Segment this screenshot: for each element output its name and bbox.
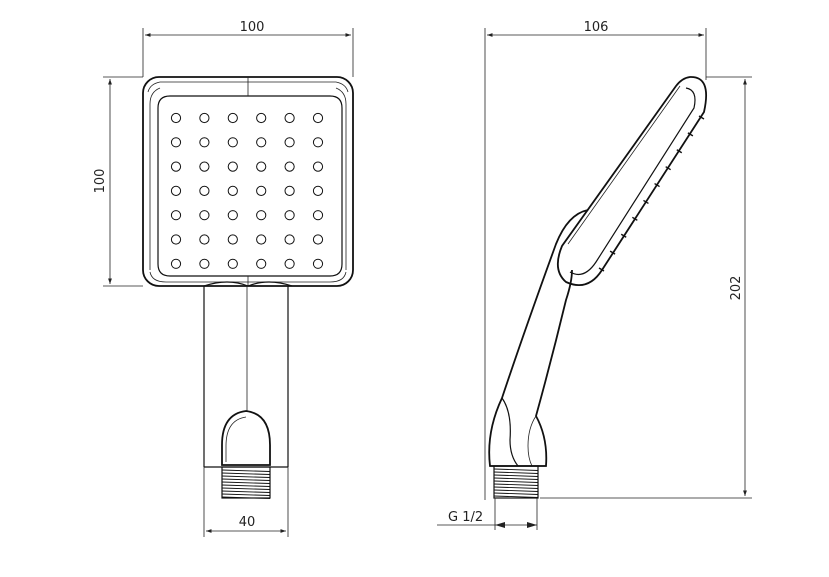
nozzle — [199, 161, 210, 172]
nozzle — [256, 258, 267, 269]
thread-ridge — [493, 492, 539, 495]
nozzle — [312, 210, 324, 221]
thread-ridge — [493, 483, 539, 486]
dim-total-length: 202 — [729, 276, 744, 301]
nozzle — [256, 234, 267, 245]
nozzle — [170, 234, 182, 245]
thread-ridge — [493, 480, 539, 483]
side-nozzle — [676, 149, 683, 154]
nozzle — [170, 185, 182, 196]
nozzle — [170, 137, 182, 148]
dim-thread: G 1/2 — [448, 510, 483, 525]
nozzle — [227, 161, 238, 172]
nozzle — [312, 137, 324, 148]
head-inner-face — [157, 95, 343, 277]
dim-head-height: 100 — [93, 169, 108, 194]
nozzle — [227, 234, 238, 245]
side-nozzle — [598, 267, 605, 272]
nozzle — [227, 185, 238, 196]
nozzle — [256, 137, 267, 148]
nozzle — [312, 161, 324, 172]
nozzle — [256, 185, 267, 196]
front-view — [142, 76, 354, 499]
thread-ridge — [221, 490, 271, 493]
nozzle — [227, 137, 238, 148]
nozzle — [284, 258, 295, 269]
nozzle — [227, 210, 238, 221]
nozzle — [227, 258, 238, 269]
nozzle — [284, 185, 295, 196]
side-nozzles — [598, 115, 705, 272]
nozzle — [199, 112, 210, 124]
nozzle — [199, 210, 210, 221]
nozzle — [199, 258, 210, 269]
nozzle — [170, 210, 182, 221]
side-nozzle — [631, 216, 638, 221]
thread-ridge — [493, 471, 539, 474]
nozzle — [312, 258, 324, 269]
nozzle — [312, 234, 324, 245]
nozzle — [256, 112, 267, 124]
side-nozzle — [665, 166, 672, 171]
thread-ridge — [493, 489, 539, 492]
thread-ridge — [221, 472, 271, 475]
thread-ridge — [221, 487, 271, 490]
thread-ridge — [221, 469, 271, 472]
nozzle — [170, 258, 182, 269]
thread-ridge — [221, 484, 271, 487]
nozzle — [284, 137, 295, 148]
nozzle — [284, 234, 295, 245]
side-nozzle — [654, 182, 660, 188]
nozzle — [227, 112, 238, 124]
nozzle — [284, 161, 295, 172]
connector-bulb — [221, 410, 271, 466]
nozzle — [284, 112, 295, 124]
thread-ridge — [493, 474, 539, 477]
thread-ridge — [493, 468, 539, 471]
nozzle — [256, 161, 267, 172]
side-view — [488, 76, 708, 499]
thread-ridge — [221, 496, 271, 499]
dim-side-depth: 106 — [584, 20, 609, 35]
front-thread — [221, 466, 271, 499]
nozzle — [312, 185, 324, 196]
thread-ridge — [221, 478, 271, 481]
thread-ridge — [493, 486, 539, 489]
side-head-outline — [556, 76, 708, 286]
thread-ridge — [493, 477, 539, 480]
side-nozzle — [698, 115, 705, 120]
side-nozzle — [643, 199, 649, 205]
side-thread — [493, 465, 539, 499]
thread-ridge — [493, 495, 539, 498]
nozzle — [284, 210, 295, 221]
side-handle-outline — [488, 209, 589, 467]
nozzle — [170, 112, 182, 124]
side-nozzle — [609, 250, 616, 255]
dim-connector-width: 40 — [239, 515, 256, 530]
side-nozzle — [620, 233, 627, 238]
thread-ridge — [221, 493, 271, 496]
front-dimensions: 100 100 40 — [93, 20, 354, 537]
side-nozzle — [687, 132, 694, 137]
nozzle — [199, 234, 210, 245]
nozzle — [199, 185, 210, 196]
nozzle — [199, 137, 210, 148]
nozzle — [312, 112, 324, 124]
nozzle — [170, 161, 182, 172]
nozzle-grid — [170, 112, 324, 269]
thread-outline — [493, 465, 539, 499]
side-dimensions: 106 202 G 1/2 — [437, 20, 752, 530]
dim-head-width: 100 — [240, 20, 265, 35]
thread-ridge — [221, 475, 271, 478]
thread-ridge — [221, 481, 271, 484]
head-outer-outline — [142, 76, 354, 287]
nozzle — [256, 210, 267, 221]
